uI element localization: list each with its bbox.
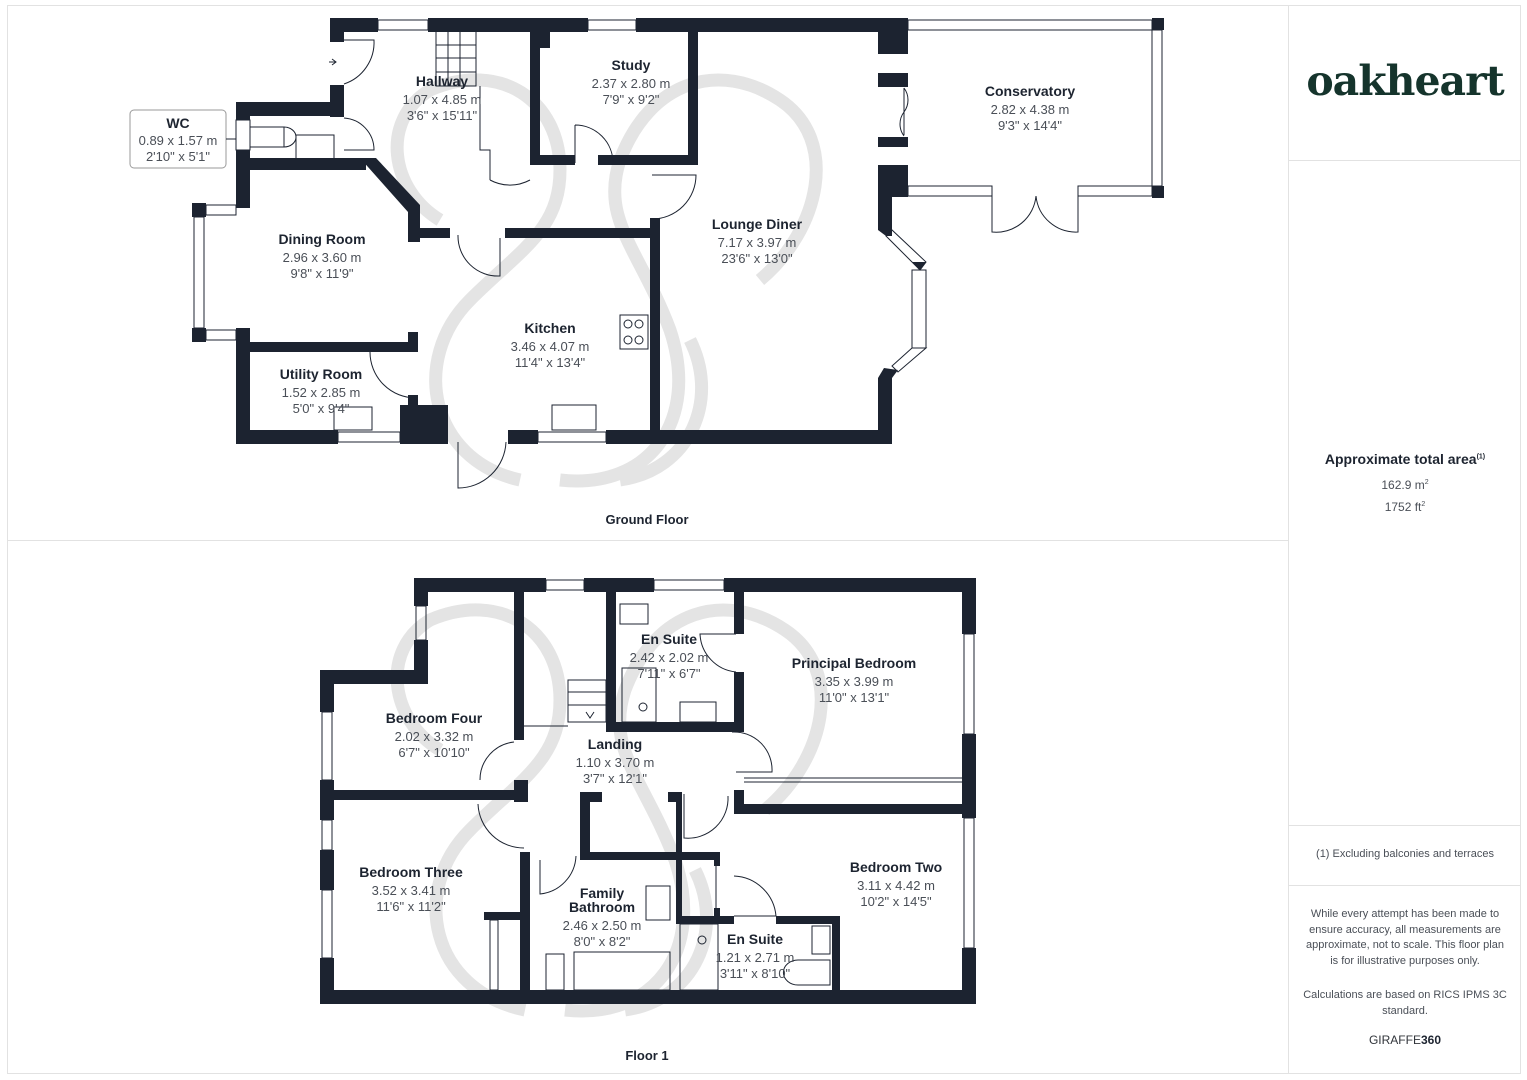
svg-text:3.11 x 4.42 m: 3.11 x 4.42 m xyxy=(857,878,935,893)
svg-text:0.89 x 1.57 m: 0.89 x 1.57 m xyxy=(139,133,218,148)
svg-text:11'0" x 13'1": 11'0" x 13'1" xyxy=(819,690,890,705)
room-wc: WC 0.89 x 1.57 m 2'10" x 5'1" xyxy=(139,115,218,164)
svg-text:2.02 x 3.32 m: 2.02 x 3.32 m xyxy=(395,729,474,744)
room-principal-bedroom: Principal Bedroom 3.35 x 3.99 m 11'0" x … xyxy=(792,655,916,705)
svg-text:5'0" x 9'4": 5'0" x 9'4" xyxy=(293,401,350,416)
svg-text:3.52 x 3.41 m: 3.52 x 3.41 m xyxy=(372,883,451,898)
svg-text:3'7" x 12'1": 3'7" x 12'1" xyxy=(583,771,647,786)
svg-text:1.52 x 2.85 m: 1.52 x 2.85 m xyxy=(282,385,361,400)
svg-text:WC: WC xyxy=(166,115,189,131)
floor-1-doors xyxy=(477,633,777,917)
svg-text:Dining Room: Dining Room xyxy=(278,231,365,247)
giraffe360-credit: GIRAFFE360 xyxy=(1368,1033,1442,1047)
svg-text:En Suite: En Suite xyxy=(727,931,783,947)
room-en-suite-bedroom-two: En Suite 1.21 x 2.71 m 3'11" x 8'10" xyxy=(716,931,795,981)
footnote-separator-bottom xyxy=(1289,885,1521,886)
room-bedroom-three: Bedroom Three 3.52 x 3.41 m 11'6" x 11'2… xyxy=(359,864,463,914)
svg-text:1.10 x 3.70 m: 1.10 x 3.70 m xyxy=(576,755,655,770)
svg-text:11'4" x 13'4": 11'4" x 13'4" xyxy=(515,355,586,370)
svg-text:1.07 x 4.85 m: 1.07 x 4.85 m xyxy=(403,92,482,107)
oakheart-logo: oakheart xyxy=(1306,57,1504,105)
svg-text:Study: Study xyxy=(612,57,651,73)
svg-text:3'11" x 8'10": 3'11" x 8'10" xyxy=(720,966,791,981)
room-utility-room: Utility Room 1.52 x 2.85 m 5'0" x 9'4" xyxy=(280,366,362,416)
disclaimer-text: While every attempt has been made to ens… xyxy=(1306,908,1504,967)
floor-1-label: Floor 1 xyxy=(625,1048,668,1063)
svg-text:23'6" x 13'0": 23'6" x 13'0" xyxy=(721,251,793,266)
svg-text:2.96 x 3.60 m: 2.96 x 3.60 m xyxy=(283,250,362,265)
svg-text:10'2" x 14'5": 10'2" x 14'5" xyxy=(860,894,932,909)
svg-text:Bedroom Two: Bedroom Two xyxy=(850,859,942,875)
room-bedroom-four: Bedroom Four 2.02 x 3.32 m 6'7" x 10'10" xyxy=(386,710,483,760)
total-area-ft2: 1752 ft2 xyxy=(1384,500,1426,514)
room-bedroom-two: Bedroom Two 3.11 x 4.42 m 10'2" x 14'5" xyxy=(850,859,942,909)
svg-text:2'10" x 5'1": 2'10" x 5'1" xyxy=(146,149,210,164)
svg-text:2.82 x 4.38 m: 2.82 x 4.38 m xyxy=(991,102,1070,117)
room-landing: Landing 1.10 x 3.70 m 3'7" x 12'1" xyxy=(576,736,655,786)
area-footnote: (1) Excluding balconies and terraces xyxy=(1316,848,1494,860)
svg-text:Landing: Landing xyxy=(588,736,642,752)
ground-floor-label: Ground Floor xyxy=(605,512,688,527)
svg-text:Hallway: Hallway xyxy=(416,73,468,89)
floor-1-fixtures xyxy=(321,579,975,1003)
room-dining-room: Dining Room 2.96 x 3.60 m 9'8" x 11'9" xyxy=(278,231,365,281)
svg-text:3'6" x 15'11": 3'6" x 15'11" xyxy=(407,108,478,123)
svg-text:Family: Family xyxy=(580,885,625,901)
floor-plan-drawing: WC 0.89 x 1.57 m 2'10" x 5'1" Hallway 1.… xyxy=(129,18,1164,1063)
svg-text:9'8" x 11'9": 9'8" x 11'9" xyxy=(290,266,353,281)
svg-text:Lounge Diner: Lounge Diner xyxy=(712,216,803,232)
floor-1-walls xyxy=(320,578,976,1004)
room-study: Study 2.37 x 2.80 m 7'9" x 9'2" xyxy=(592,57,671,107)
svg-text:8'0" x 8'2": 8'0" x 8'2" xyxy=(574,934,631,949)
footnote-separator-top xyxy=(1289,825,1521,826)
calculations-note: Calculations are based on RICS IPMS 3C s… xyxy=(1303,989,1507,1017)
svg-text:2.46 x 2.50 m: 2.46 x 2.50 m xyxy=(563,918,642,933)
svg-text:7.17 x 3.97 m: 7.17 x 3.97 m xyxy=(718,235,797,250)
logo-separator xyxy=(1289,160,1521,161)
room-hallway: Hallway 1.07 x 4.85 m 3'6" x 15'11" xyxy=(403,73,482,123)
svg-text:3.35 x 3.99 m: 3.35 x 3.99 m xyxy=(815,674,894,689)
ground-floor-windows xyxy=(193,19,1163,443)
room-lounge-diner: Lounge Diner 7.17 x 3.97 m 23'6" x 13'0" xyxy=(712,216,803,266)
svg-text:2.37 x 2.80 m: 2.37 x 2.80 m xyxy=(592,76,671,91)
ground-floor-walls xyxy=(192,18,1164,444)
svg-text:7'9" x 9'2": 7'9" x 9'2" xyxy=(603,92,660,107)
page-frame xyxy=(7,5,1521,1074)
ground-floor-doors xyxy=(329,39,1079,489)
svg-text:Utility Room: Utility Room xyxy=(280,366,362,382)
svg-text:En Suite: En Suite xyxy=(641,631,697,647)
total-area-title: Approximate total area(1) xyxy=(1324,451,1486,467)
room-family-bathroom: Family Bathroom 2.46 x 2.50 m 8'0" x 8'2… xyxy=(563,885,642,949)
total-area-m2: 162.9 m2 xyxy=(1381,478,1429,492)
room-en-suite-principal: En Suite 2.42 x 2.02 m 7'11" x 6'7" xyxy=(630,631,709,681)
svg-text:Kitchen: Kitchen xyxy=(524,320,575,336)
svg-text:6'7" x 10'10": 6'7" x 10'10" xyxy=(398,745,470,760)
svg-text:9'3" x 14'4": 9'3" x 14'4" xyxy=(998,118,1062,133)
svg-text:2.42 x 2.02 m: 2.42 x 2.02 m xyxy=(630,650,709,665)
svg-text:Bedroom Four: Bedroom Four xyxy=(386,710,483,726)
svg-text:Bathroom: Bathroom xyxy=(569,899,635,915)
svg-text:Bedroom Three: Bedroom Three xyxy=(359,864,463,880)
svg-text:7'11" x 6'7": 7'11" x 6'7" xyxy=(637,666,700,681)
svg-text:Principal Bedroom: Principal Bedroom xyxy=(792,655,916,671)
info-sidebar: oakheart Approximate total area(1) 162.9… xyxy=(1289,5,1521,1074)
room-conservatory: Conservatory 2.82 x 4.38 m 9'3" x 14'4" xyxy=(985,83,1075,133)
room-kitchen: Kitchen 3.46 x 4.07 m 11'4" x 13'4" xyxy=(511,320,590,370)
svg-text:Conservatory: Conservatory xyxy=(985,83,1075,99)
svg-text:11'6" x 11'2": 11'6" x 11'2" xyxy=(376,899,446,914)
svg-text:3.46 x 4.07 m: 3.46 x 4.07 m xyxy=(511,339,590,354)
floor-divider xyxy=(7,540,1288,541)
svg-text:1.21 x 2.71 m: 1.21 x 2.71 m xyxy=(716,950,795,965)
watermark-logo xyxy=(390,73,828,1018)
sidebar-divider xyxy=(1288,5,1289,1074)
